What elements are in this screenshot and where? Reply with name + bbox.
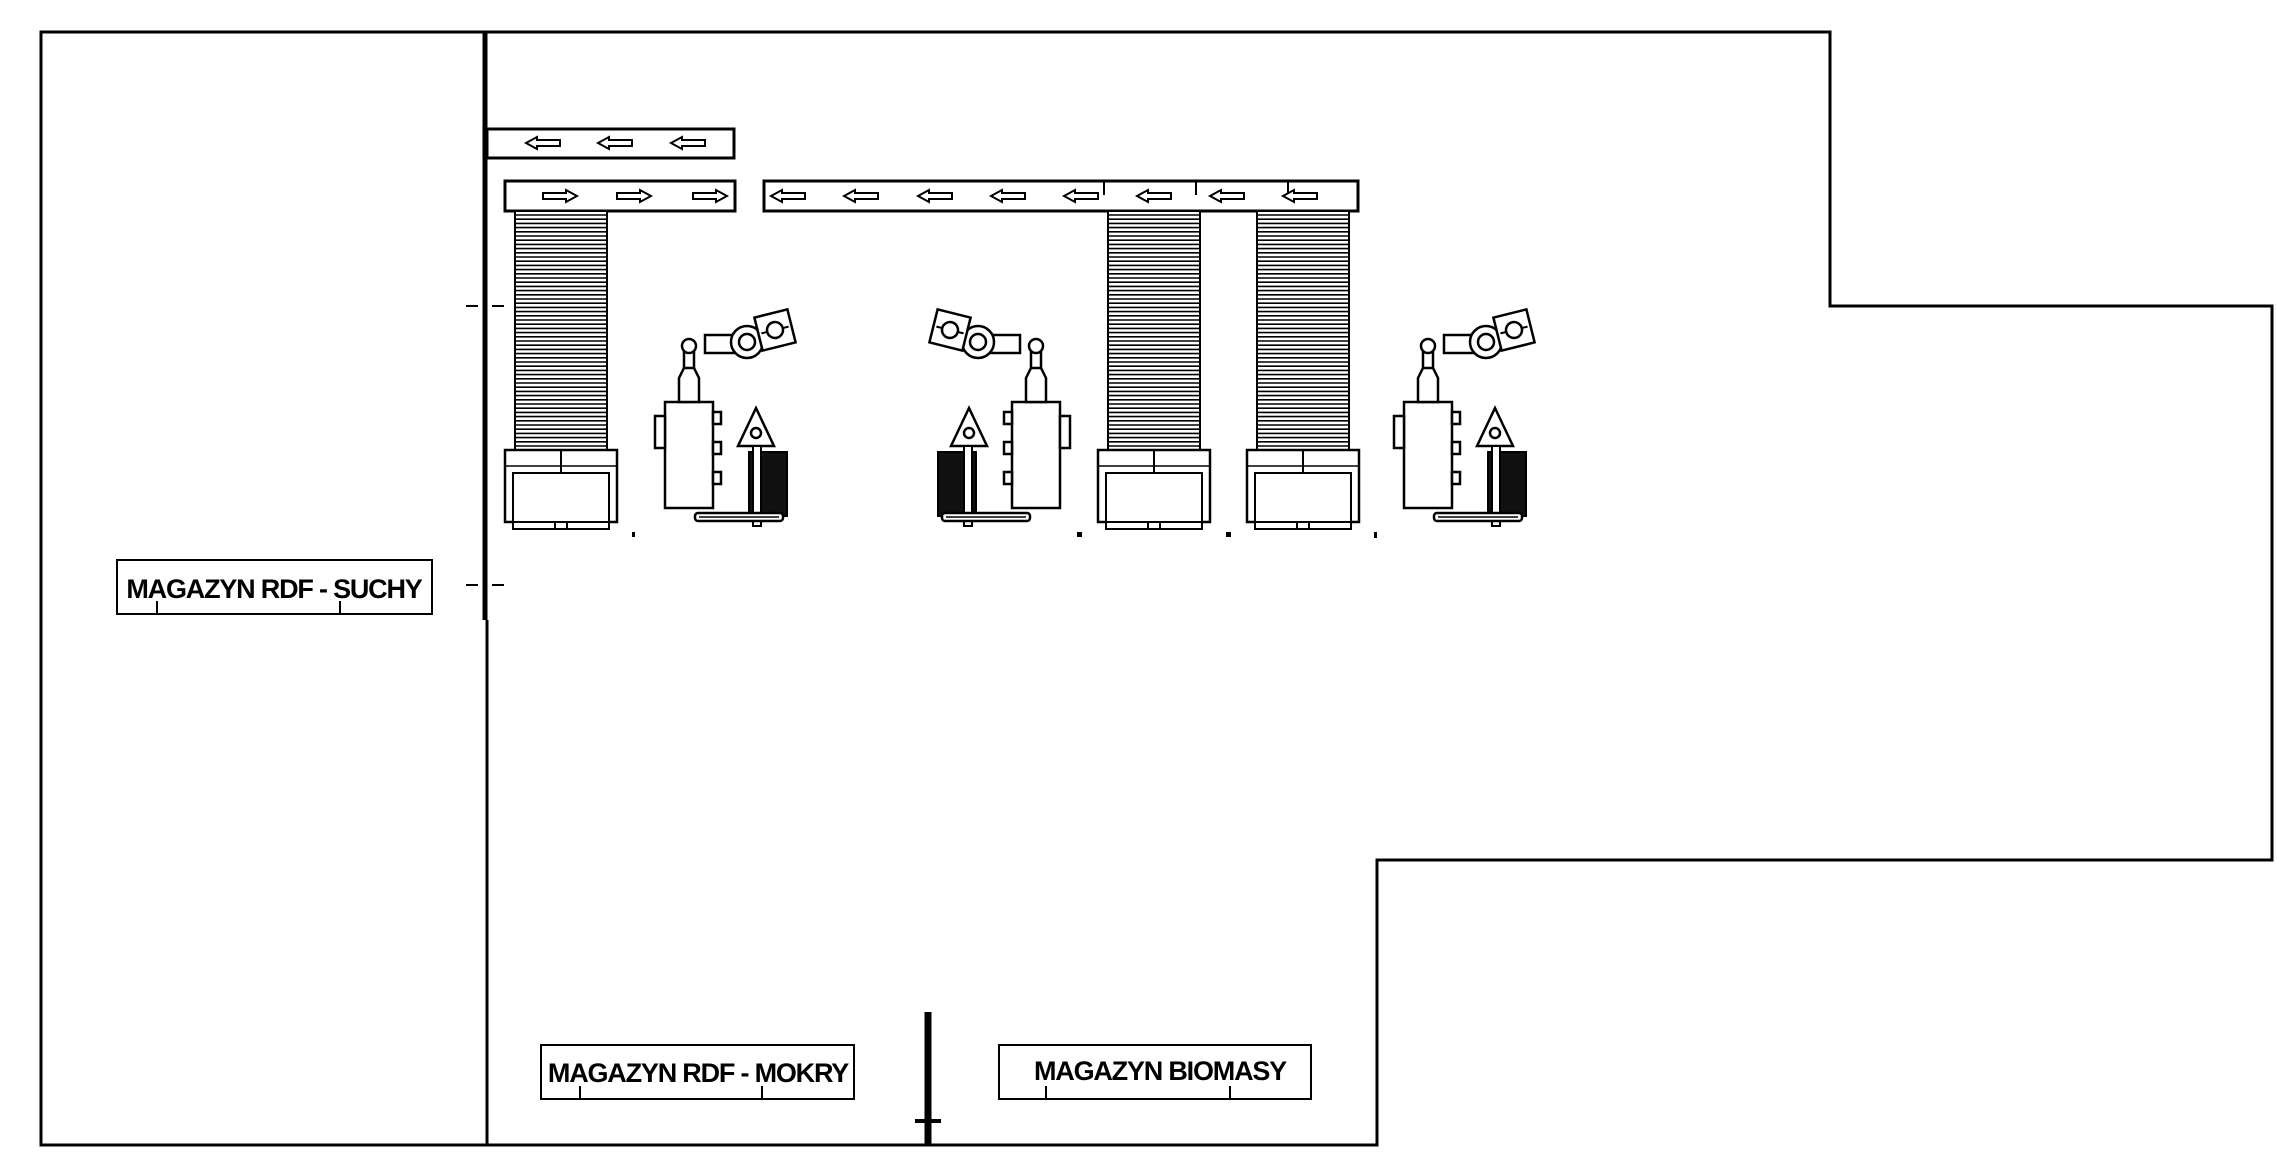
- label-wet-rdf: MAGAZYN RDF - MOKRY: [540, 1044, 855, 1100]
- conveyor-arrow-icon: [768, 188, 806, 204]
- conveyor-arrow-icon: [668, 135, 706, 151]
- door-post: [915, 1012, 941, 1145]
- label-wet-rdf-text: MAGAZYN RDF - MOKRY: [548, 1058, 849, 1088]
- conveyor-arrow-icon: [595, 135, 633, 151]
- conveyor-arrow-icon: [542, 188, 580, 204]
- conveyor-arrow-icon: [523, 135, 561, 151]
- shredder-machine-group: [1392, 307, 1537, 527]
- conveyor-arrow-icon: [616, 188, 654, 204]
- label-biomass: MAGAZYN BIOMASY: [998, 1044, 1312, 1100]
- label-biomass-text: MAGAZYN BIOMASY: [1034, 1056, 1287, 1086]
- building-outline: [39, 30, 2274, 1147]
- conveyor-arrow-icon: [841, 188, 879, 204]
- label-dry-rdf: MAGAZYN RDF - SUCHY: [116, 559, 433, 615]
- conveyor-arrow-icon: [692, 188, 730, 204]
- belt-conveyor: [503, 210, 619, 530]
- shredder-machine-group: [927, 307, 1072, 527]
- belt-conveyor: [1096, 210, 1212, 530]
- label-dry-rdf-text: MAGAZYN RDF - SUCHY: [126, 574, 422, 604]
- shredder-machine-group: [653, 307, 798, 527]
- conveyor-arrow-icon: [1207, 188, 1245, 204]
- conveyor-arrow-icon: [988, 188, 1026, 204]
- conveyor-arrow-icon: [1061, 188, 1099, 204]
- belt-conveyor: [1245, 210, 1361, 530]
- conveyor-arrow-icon: [1280, 188, 1318, 204]
- conveyor-arrow-icon: [915, 188, 953, 204]
- conveyor-arrow-icon: [1134, 188, 1172, 204]
